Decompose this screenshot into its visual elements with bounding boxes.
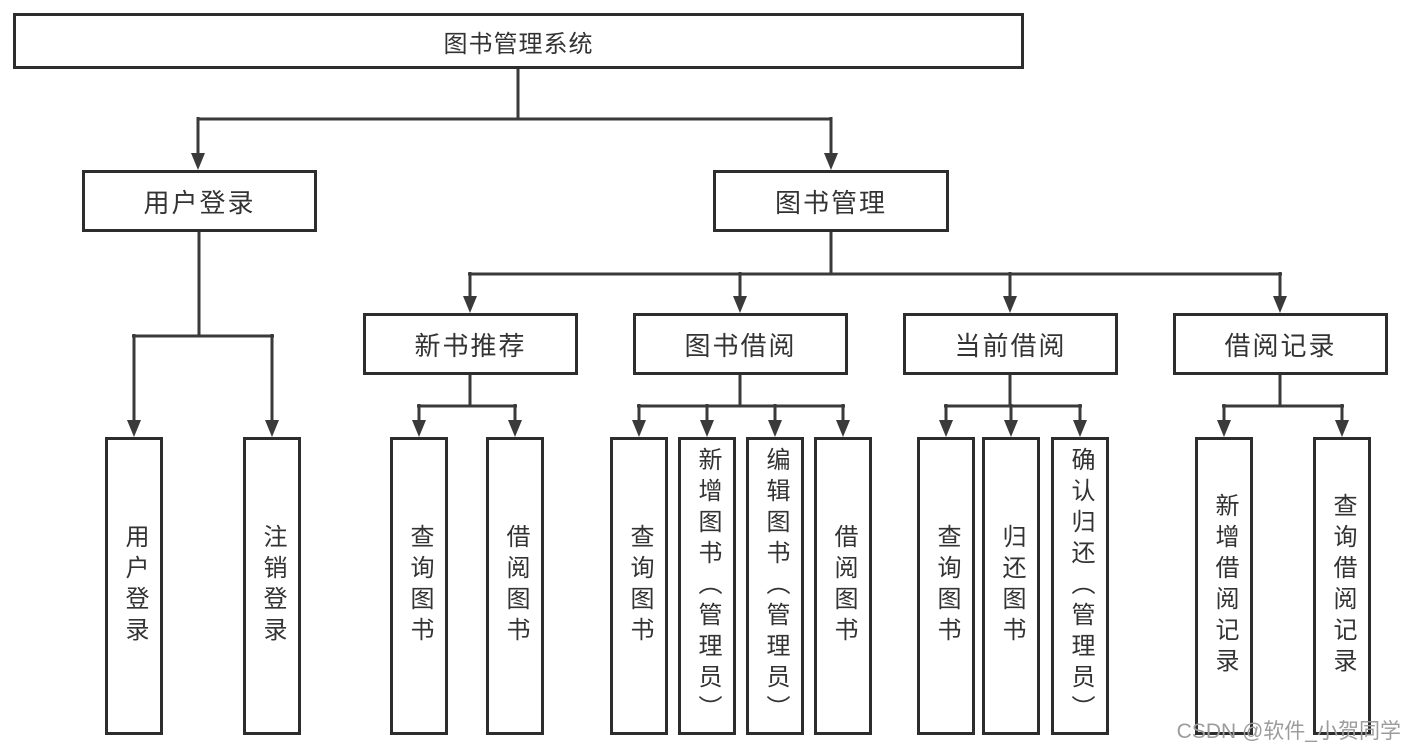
connector-root-to-level2 — [191, 69, 838, 170]
leaf-borrow-add-books-admin: 新增图书（管理员） — [678, 437, 736, 735]
node-current-borrowing-label: 当前借阅 — [954, 330, 1067, 361]
leaf-records-query-record: 查询借阅记录 — [1313, 437, 1371, 735]
node-book-borrowing: 图书借阅 — [633, 313, 848, 375]
node-book-management-label: 图书管理 — [774, 187, 887, 218]
leaf-user-login-label: 用户登录 — [121, 524, 148, 648]
leaf-current-query-books-label: 查询图书 — [933, 524, 960, 648]
leaf-records-add-record-label: 新增借阅记录 — [1211, 493, 1238, 679]
node-root: 图书管理系统 — [13, 13, 1024, 69]
connector-book-management-to-level3 — [463, 232, 1287, 313]
leaf-newbook-borrow-books: 借阅图书 — [486, 437, 544, 735]
connector-borrowing-records-to-leaves — [1217, 375, 1349, 437]
node-new-book-recommendation-label: 新书推荐 — [414, 330, 527, 361]
leaf-newbook-query-books: 查询图书 — [390, 437, 448, 735]
leaf-logout-label: 注销登录 — [259, 524, 286, 648]
leaf-records-add-record: 新增借阅记录 — [1195, 437, 1253, 735]
leaf-borrow-query-books: 查询图书 — [610, 437, 668, 735]
leaf-borrow-edit-books-admin-label: 编辑图书（管理员） — [762, 446, 789, 726]
leaf-borrow-query-books-label: 查询图书 — [626, 524, 653, 648]
csdn-watermark: CSDN @软件_小贺同学 — [1176, 720, 1401, 743]
connector-book-borrowing-to-leaves — [632, 375, 850, 437]
leaf-current-confirm-return-admin-label: 确认归还（管理员） — [1067, 446, 1094, 726]
leaf-borrow-edit-books-admin: 编辑图书（管理员） — [746, 437, 804, 735]
node-borrowing-records-label: 借阅记录 — [1224, 330, 1337, 361]
leaf-logout: 注销登录 — [243, 437, 301, 735]
node-root-label: 图书管理系统 — [443, 30, 594, 58]
node-new-book-recommendation: 新书推荐 — [363, 313, 578, 375]
leaf-borrow-borrow-books: 借阅图书 — [814, 437, 872, 735]
node-borrowing-records: 借阅记录 — [1173, 313, 1388, 375]
node-book-borrowing-label: 图书借阅 — [684, 330, 797, 361]
leaf-current-confirm-return-admin: 确认归还（管理员） — [1051, 437, 1109, 735]
leaf-current-return-books: 归还图书 — [982, 437, 1040, 735]
node-user-login-label: 用户登录 — [143, 187, 256, 218]
leaf-current-return-books-label: 归还图书 — [998, 524, 1025, 648]
leaf-borrow-add-books-admin-label: 新增图书（管理员） — [694, 446, 721, 726]
node-current-borrowing: 当前借阅 — [903, 313, 1118, 375]
leaf-user-login: 用户登录 — [105, 437, 163, 735]
connector-current-borrowing-to-leaves — [939, 375, 1087, 437]
node-user-login: 用户登录 — [82, 170, 317, 232]
leaf-records-query-record-label: 查询借阅记录 — [1329, 493, 1356, 679]
connector-user-login-to-leaves — [127, 232, 279, 437]
leaf-current-query-books: 查询图书 — [917, 437, 975, 735]
node-book-management: 图书管理 — [713, 170, 949, 232]
leaf-newbook-query-books-label: 查询图书 — [406, 524, 433, 648]
leaf-newbook-borrow-books-label: 借阅图书 — [502, 524, 529, 648]
connector-new-book-recommendation-to-leaves — [412, 375, 522, 437]
leaf-borrow-borrow-books-label: 借阅图书 — [830, 524, 857, 648]
